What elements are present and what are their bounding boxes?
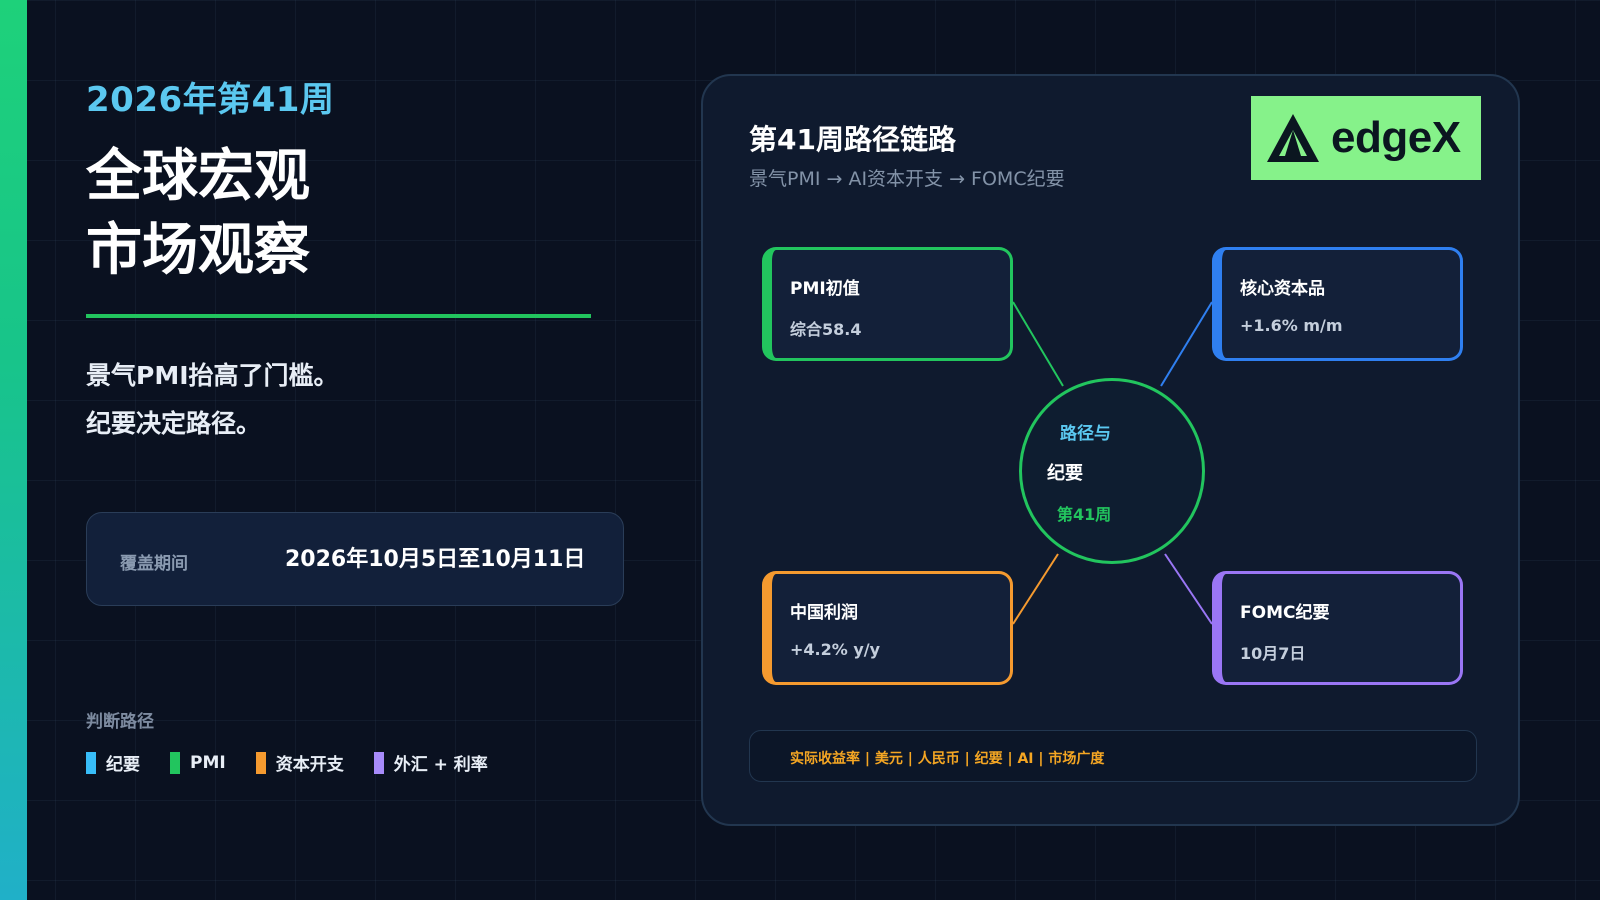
legend-item-minutes: 纪要 [86,750,140,775]
node-capex-value: +1.6% m/m [1240,316,1343,335]
coverage-period-card: 覆盖期间 2026年10月5日至10月11日 [86,512,624,606]
node-china-profits: 中国利润 +4.2% y/y [762,571,1013,685]
thesis-line-1: 景气PMI抬高了门槛。 [86,361,339,390]
thesis-text: 景气PMI抬高了门槛。 纪要决定路径。 [86,352,339,448]
edgex-logo: edgeX [1251,96,1481,180]
legend: 纪要 PMI 资本开支 外汇 + 利率 [86,750,518,775]
hub-line-2: 纪要 [1047,463,1083,484]
connector-lines [1012,301,1213,625]
connector-fomc [1164,553,1213,625]
title-line-1: 全球宏观 [86,144,310,209]
hub-line-3: 第41周 [1057,505,1112,524]
node-fomc-minutes: FOMC纪要 10月7日 [1212,571,1463,685]
edgex-triangle-icon [1267,114,1319,162]
focus-bar: 实际收益率 | 美元 | 人民币 | 纪要 | AI | 市场广度 [749,730,1477,782]
coverage-period-value: 2026年10月5日至10月11日 [285,547,586,572]
node-pmi-value: 综合58.4 [790,320,862,339]
node-fomc-minutes-value: 10月7日 [1240,644,1306,663]
left-accent-bar [0,0,27,900]
legend-label-minutes: 纪要 [106,755,140,775]
page-title: 全球宏观 市场观察 [86,140,310,288]
week-label: 2026年第41周 [86,80,335,120]
legend-item-fx-rates: 外汇 + 利率 [373,750,488,775]
legend-title: 判断路径 [86,712,154,732]
path-chain-panel: 第41周路径链路 景气PMI → AI资本开支 → FOMC纪要 edgeX P… [701,74,1520,826]
node-fomc-minutes-title: FOMC纪要 [1240,603,1330,623]
node-pmi: PMI初值 综合58.4 [762,247,1013,361]
legend-item-pmi: PMI [170,751,226,774]
hub-circle: 路径与 纪要 第41周 [1019,378,1205,564]
legend-swatch-minutes [86,751,96,774]
edgex-logo-text: edgeX [1331,113,1461,162]
node-china-profits-value: +4.2% y/y [790,640,881,659]
legend-item-capex: 资本开支 [255,750,344,775]
connector-china [1012,553,1059,625]
thesis-line-2: 纪要决定路径。 [86,409,262,438]
legend-label-fx-rates: 外汇 + 利率 [393,755,488,775]
node-capex-title: 核心资本品 [1240,279,1325,299]
panel-subtitle: 景气PMI → AI资本开支 → FOMC纪要 [749,168,1065,190]
node-china-profits-title: 中国利润 [790,603,858,623]
node-pmi-title: PMI初值 [790,279,860,299]
focus-bar-text: 实际收益率 | 美元 | 人民币 | 纪要 | AI | 市场广度 [790,751,1105,767]
connector-pmi [1012,301,1064,387]
legend-swatch-fx-rates [373,751,384,774]
legend-swatch-capex [255,751,266,774]
node-capex: 核心资本品 +1.6% m/m [1212,247,1463,361]
legend-label-capex: 资本开支 [275,755,344,775]
coverage-period-label: 覆盖期间 [120,554,188,574]
legend-swatch-pmi [170,751,180,774]
hub-line-1: 路径与 [1060,424,1111,444]
title-divider [86,314,591,318]
title-line-2: 市场观察 [86,218,310,283]
connector-capex [1160,301,1213,387]
legend-label-pmi: PMI [190,752,226,773]
panel-title: 第41周路径链路 [749,123,956,156]
